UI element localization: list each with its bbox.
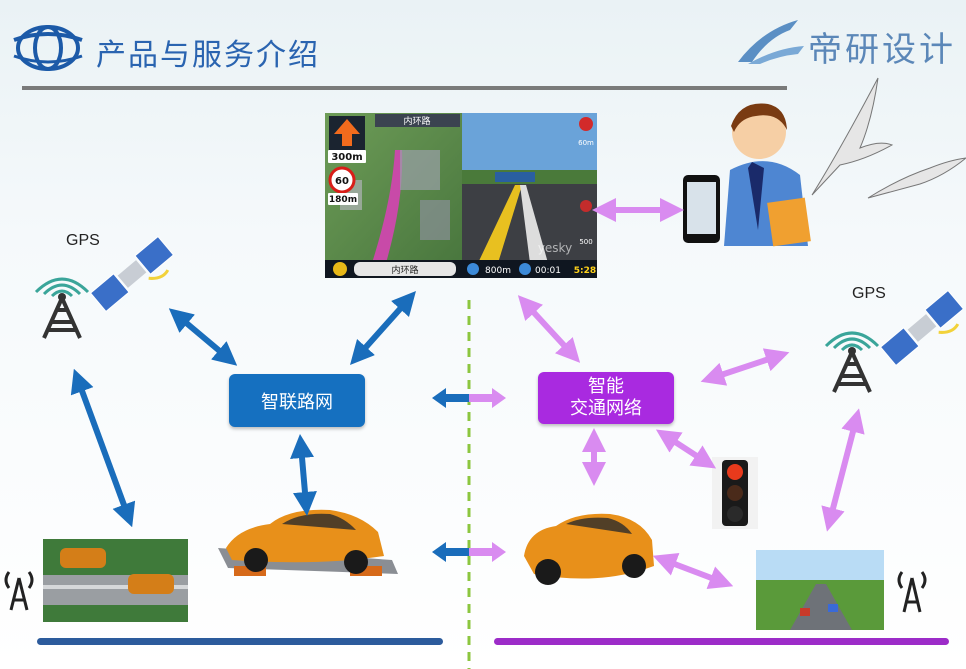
speed-limit-icon <box>328 166 356 194</box>
turn-arrow-icon <box>334 119 360 146</box>
brand-logo-icon <box>738 20 804 64</box>
nav-clock: 5:28 <box>574 266 596 276</box>
car-right <box>524 513 654 585</box>
nav-road-bottom: 内环路 <box>391 264 418 276</box>
smart-traffic-network-node: 智能 交通网络 <box>538 372 674 424</box>
purple-arrows <box>517 198 865 589</box>
nav-watermark: yesky <box>538 241 572 255</box>
nav-remaining: 800m <box>485 266 511 276</box>
person-with-phone <box>683 103 811 247</box>
navigation-screen <box>325 113 597 278</box>
antenna-right-icon <box>897 571 927 613</box>
link-arrow-middle <box>432 388 506 408</box>
gps-label-left: GPS <box>66 232 100 249</box>
toy-track-photo <box>43 539 188 622</box>
gps-tower-right-icon <box>824 331 880 393</box>
seagull-icon <box>811 77 966 199</box>
link-arrow-bottom <box>432 542 506 562</box>
nav-elapsed: 00:01 <box>535 266 561 276</box>
satellite-right-icon <box>879 289 965 367</box>
timer-icon <box>519 263 531 275</box>
car-on-platform <box>218 509 398 576</box>
bottom-bar-blue <box>37 638 443 645</box>
nav-distance-sign: 180m <box>329 195 357 205</box>
brand-name: 帝研设计 <box>808 30 956 70</box>
gps-label-right: GPS <box>852 285 886 302</box>
nav-dist-right-2: 500 <box>579 238 592 246</box>
header-divider <box>22 86 787 90</box>
map-mode-icon <box>333 262 347 276</box>
antenna-left-icon <box>4 571 34 611</box>
blue-arrows <box>70 291 416 528</box>
nav-dist-right-1: 60m <box>578 139 594 147</box>
smart-road-network-node: 智联路网 <box>229 374 365 427</box>
nav-distance-arrow: 300m <box>331 152 362 163</box>
satellite-left-icon <box>89 235 175 313</box>
nav-road-top: 内环路 <box>403 115 430 127</box>
smart-road-network-label: 智联路网 <box>261 391 333 413</box>
smart-traffic-label-line2: 交通网络 <box>570 398 642 419</box>
road-photo <box>756 550 884 630</box>
company-logo-icon <box>13 25 83 71</box>
bottom-bar-purple <box>494 638 949 645</box>
nav-speed-limit: 60 <box>335 176 349 187</box>
person-icon <box>467 263 479 275</box>
gps-tower-left-icon <box>34 277 90 339</box>
smart-traffic-label-line1: 智能 <box>588 376 624 397</box>
traffic-light-icon <box>712 457 758 529</box>
page-title: 产品与服务介绍 <box>96 38 320 73</box>
